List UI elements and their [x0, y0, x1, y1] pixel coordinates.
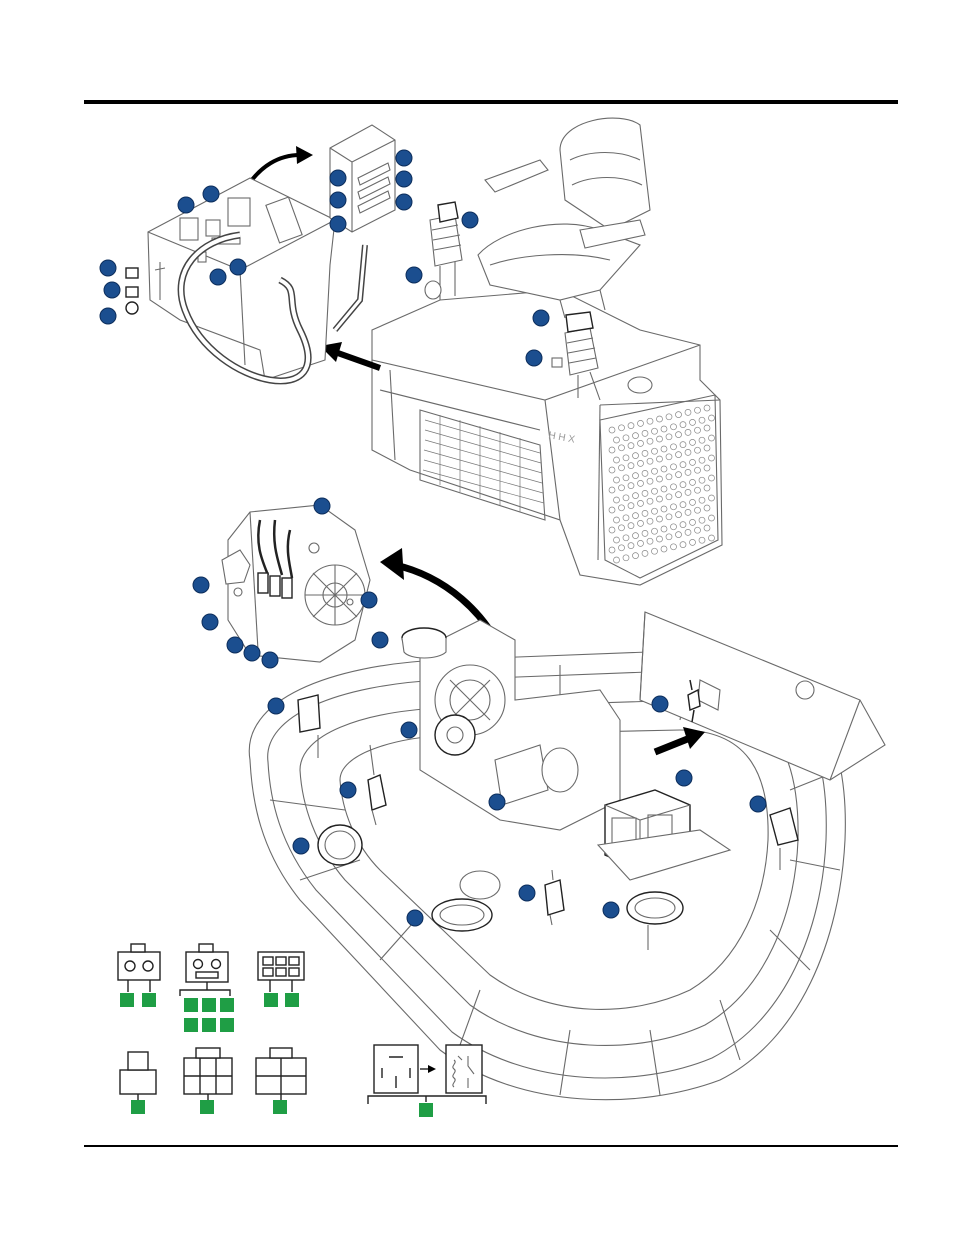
- relay-schematic: [368, 1045, 486, 1104]
- callout-marker-c24: [262, 652, 278, 668]
- connector-part-box: [273, 1100, 287, 1114]
- work-light-top: [402, 628, 446, 658]
- work-light-front-left: [318, 825, 362, 865]
- detail-arrow-upper-head: [296, 146, 313, 164]
- callout-marker-c20: [361, 592, 377, 608]
- connector-one-pin: [120, 1052, 156, 1100]
- connector-part-box: [285, 993, 299, 1007]
- callout-marker-c31: [407, 910, 423, 926]
- connector-legend: [118, 944, 486, 1104]
- callout-marker-c14: [104, 282, 120, 298]
- callout-marker-c06: [330, 216, 346, 232]
- connector-part-box: [264, 993, 278, 1007]
- callout-marker-c25: [372, 632, 388, 648]
- callout-marker-c04: [330, 192, 346, 208]
- work-light-front-right: [627, 892, 683, 950]
- callout-marker-c08: [178, 197, 194, 213]
- callout-marker-c12: [210, 269, 226, 285]
- connector-part-box: [419, 1103, 433, 1117]
- detail-arrow-rail: [655, 738, 690, 752]
- callout-marker-c09: [203, 186, 219, 202]
- callout-marker-c05: [396, 194, 412, 210]
- connector-six-pin-square: [258, 952, 304, 992]
- callout-marker-c18: [314, 498, 330, 514]
- callout-marker-c19: [193, 577, 209, 593]
- callout-marker-c17: [526, 350, 542, 366]
- callout-marker-c22: [227, 637, 243, 653]
- connector-four-pin-housing: [256, 1048, 306, 1100]
- callout-marker-c23: [244, 645, 260, 661]
- callout-marker-c29: [489, 794, 505, 810]
- connector-three-pin-round: [180, 944, 230, 996]
- callout-marker-c32: [519, 885, 535, 901]
- connector-part-box: [202, 1018, 216, 1032]
- connector-part-box: [120, 993, 134, 1007]
- callout-marker-c15: [100, 308, 116, 324]
- connector-part-box: [200, 1100, 214, 1114]
- detail-arrow-engine-head: [380, 548, 404, 580]
- callout-marker-c26: [268, 698, 284, 714]
- connector-part-box: [142, 993, 156, 1007]
- callout-marker-c27: [401, 722, 417, 738]
- connector-part-box: [184, 1018, 198, 1032]
- callout-marker-c16: [533, 310, 549, 326]
- callout-marker-c21: [202, 614, 218, 630]
- operator-seat: [478, 118, 650, 318]
- callout-marker-c35: [676, 770, 692, 786]
- callout-marker-c02: [330, 170, 346, 186]
- callout-marker-c11: [230, 259, 246, 275]
- engine-detail: [222, 505, 370, 662]
- callout-marker-c36: [750, 796, 766, 812]
- callout-marker-c13: [100, 260, 116, 276]
- callout-marker-c28: [340, 782, 356, 798]
- callout-marker-c34: [652, 696, 668, 712]
- connector-part-box: [220, 1018, 234, 1032]
- callout-marker-c10: [406, 267, 422, 283]
- callout-marker-c07: [462, 212, 478, 228]
- machine-upper-body: H H X: [372, 290, 722, 585]
- callout-marker-c03: [396, 171, 412, 187]
- connector-two-pin-round: [118, 944, 160, 992]
- connector-part-box: [202, 998, 216, 1012]
- connector-six-pin-housing: [184, 1048, 232, 1100]
- connector-part-box: [184, 998, 198, 1012]
- callout-marker-c01: [396, 150, 412, 166]
- callout-marker-c30: [293, 838, 309, 854]
- connector-part-box: [220, 998, 234, 1012]
- callout-marker-c33: [603, 902, 619, 918]
- work-light-rear-left: [298, 695, 320, 758]
- connector-part-box: [131, 1100, 145, 1114]
- work-light-front-center: [432, 871, 500, 931]
- left-joystick: [425, 202, 462, 300]
